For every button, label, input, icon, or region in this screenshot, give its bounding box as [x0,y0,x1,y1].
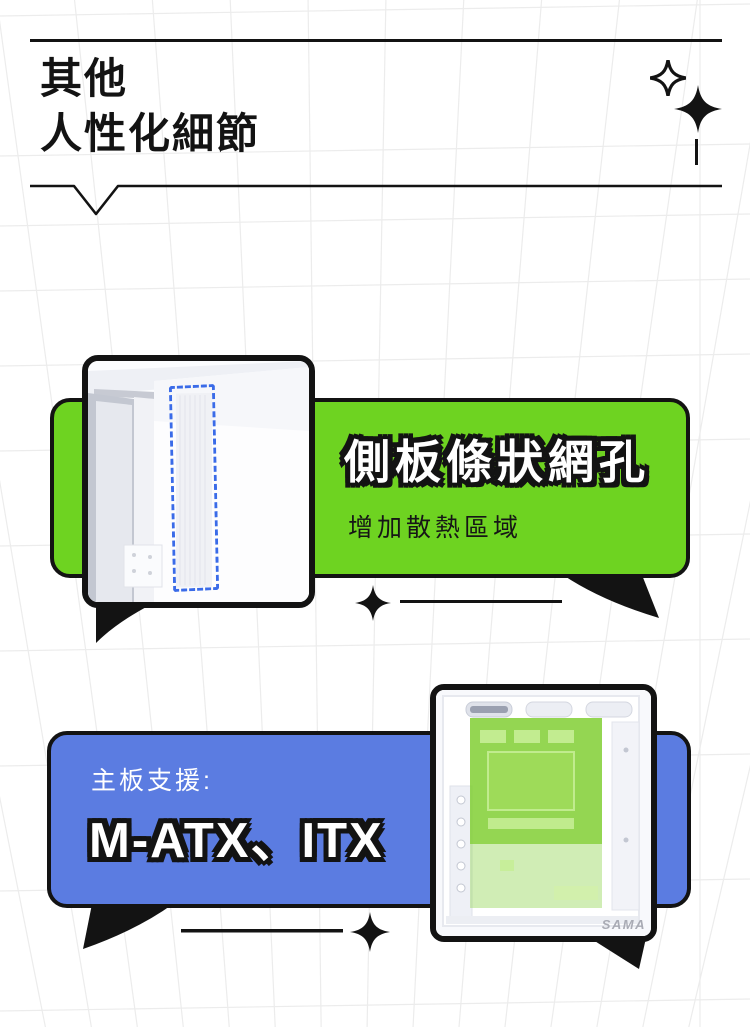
mesh-feature-heading: 側板條狀網孔 [344,436,650,488]
case-interior-illustration [436,690,651,936]
case-interior-photo: SAMA [430,684,657,942]
brand-watermark: SAMA [601,917,646,932]
case-side-panel-photo [82,355,315,608]
case-side-panel-illustration [88,361,309,602]
mesh-area-dashed-highlight [168,383,220,593]
motherboard-area-overlay [470,718,602,908]
page-title: 其他 人性化細節 [40,52,260,161]
page-title-line1: 其他 [40,55,129,102]
page-title-line2: 人性化細節 [40,109,261,157]
motherboard-support-value: M-ATX、ITX [89,814,384,868]
motherboard-support-label: 主板支援: [91,767,213,795]
mesh-feature-subheading: 增加散熱區域 [348,514,523,542]
